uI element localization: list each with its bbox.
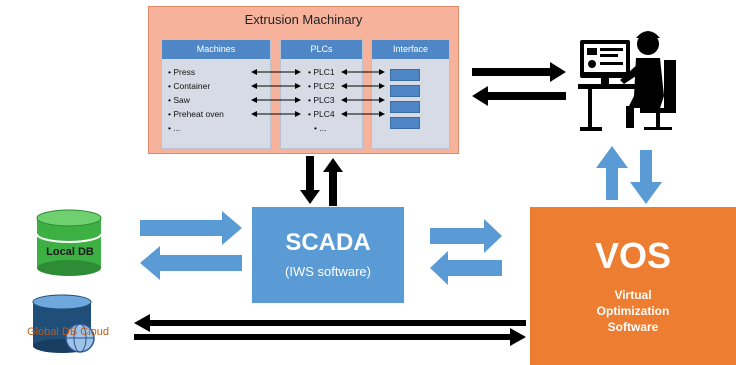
list-item: • Saw	[168, 95, 190, 105]
globaldb-vos-arrows	[134, 314, 526, 346]
vos-subtitle: Virtual Optimization Software	[530, 287, 736, 335]
localdb-scada-arrows	[140, 211, 242, 280]
interface-header: Interface	[372, 40, 449, 59]
machines-column: Machines • Press • Container • Saw • Pre…	[161, 39, 271, 149]
list-item: • PLC2	[308, 81, 335, 91]
vos-subtitle-line: Optimization	[596, 304, 670, 318]
vos-subtitle-line: Virtual	[614, 288, 652, 302]
list-item: • ...	[314, 123, 327, 133]
vos-block: VOS Virtual Optimization Software	[530, 207, 736, 365]
machines-list: • Press • Container • Saw • Preheat oven…	[168, 65, 224, 135]
operator-at-workstation-icon	[578, 31, 676, 131]
interface-block	[390, 85, 420, 97]
scada-block: SCADA (IWS software)	[252, 207, 404, 303]
plcs-list: • PLC1 • PLC2 • PLC3 • PLC4 • ...	[308, 65, 335, 135]
list-item: • Preheat oven	[168, 109, 224, 119]
local-db-label: Local DB	[46, 246, 94, 258]
plcs-column: PLCs • PLC1 • PLC2 • PLC3 • PLC4 • ...	[280, 39, 363, 149]
vos-title: VOS	[594, 235, 672, 276]
list-item: • PLC4	[308, 109, 335, 119]
scada-vos-arrows	[430, 219, 502, 285]
list-item: • Container	[168, 81, 211, 91]
vos-subtitle-line: Software	[607, 320, 659, 334]
database-cloud-icon	[32, 294, 95, 353]
list-item: • ...	[168, 123, 181, 133]
extrusion-machinery-panel: Extrusion Machinary Machines • Press • C…	[148, 6, 459, 154]
plcs-interface-arrows	[341, 69, 385, 117]
database-green-icon	[36, 209, 102, 276]
interface-block	[390, 101, 420, 113]
extrusion-title: Extrusion Machinary	[244, 12, 363, 27]
interface-block	[390, 69, 420, 81]
machines-header: Machines	[162, 40, 270, 59]
machines-plcs-arrows	[251, 69, 301, 117]
list-item: • PLC3	[308, 95, 335, 105]
interface-column: Interface	[371, 39, 450, 149]
extrusion-scada-arrows	[300, 156, 343, 206]
operator-vos-arrows	[596, 146, 662, 204]
plcs-header: PLCs	[281, 40, 362, 59]
scada-title: SCADA	[285, 229, 371, 256]
extrusion-operator-arrows	[472, 62, 566, 106]
interface-block	[390, 117, 420, 129]
list-item: • PLC1	[308, 67, 335, 77]
list-item: • Press	[168, 67, 196, 77]
global-db-label: Global DB Cloud	[27, 326, 109, 338]
scada-subtitle: (IWS software)	[285, 264, 371, 279]
